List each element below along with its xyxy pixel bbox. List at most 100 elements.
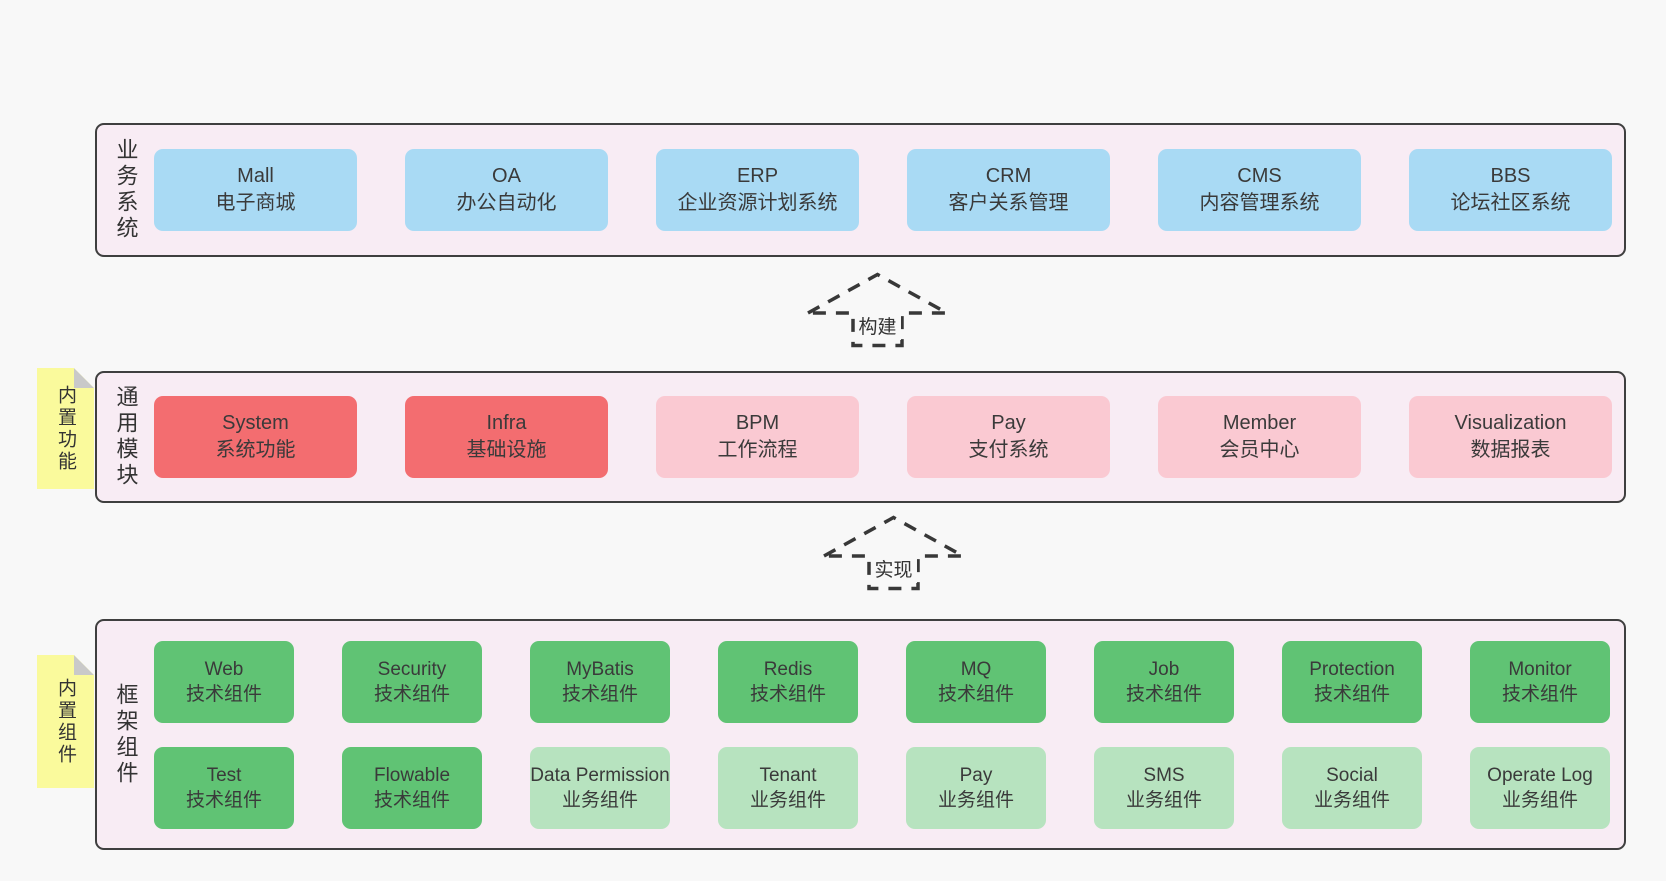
box-title: Pay	[991, 412, 1026, 434]
box-title: BPM	[735, 412, 780, 434]
implement-arrow-icon: 实现	[821, 514, 966, 592]
box-title: CRM	[985, 165, 1032, 187]
layer-label-zone: 业务系统	[97, 125, 154, 255]
box-title: Flowable	[373, 764, 451, 786]
box-title: Data Permission	[530, 764, 670, 786]
box-subtitle: 会员中心	[1219, 439, 1300, 461]
box-title: Tenant	[759, 764, 817, 786]
layer-label: 业务系统	[113, 138, 139, 242]
box-subtitle: 技术组件	[1125, 683, 1202, 705]
sticky-label: 内置组件	[55, 677, 76, 766]
layer-label: 通用模块	[113, 385, 139, 489]
box-title: Member	[1222, 412, 1297, 434]
box-title: System	[222, 412, 289, 434]
box-tenant: Tenant 业务组件	[718, 746, 858, 829]
sticky-built-in-features: 内置功能	[37, 368, 94, 489]
box-subtitle: 技术组件	[185, 683, 262, 705]
box-subtitle: 基础设施	[466, 439, 547, 461]
box-redis: Redis 技术组件	[718, 640, 858, 723]
box-title: Job	[1148, 658, 1180, 680]
box-subtitle: 业务组件	[937, 789, 1014, 811]
box-title: Test	[206, 764, 242, 786]
box-title: BBS	[1490, 165, 1531, 187]
layer-label-zone: 通用模块	[97, 373, 154, 501]
implement-arrow-label: 实现	[870, 554, 917, 583]
box-subtitle: 业务组件	[561, 789, 638, 811]
layer-framework-components: 框架组件 Web 技术组件 Security 技术组件 MyBatis 技术组件…	[95, 619, 1626, 850]
box-title: Infra	[486, 412, 527, 434]
box-subtitle: 技术组件	[937, 683, 1014, 705]
box-subtitle: 技术组件	[561, 683, 638, 705]
box-title: Pay	[959, 764, 993, 786]
box-title: Social	[1326, 764, 1378, 786]
sticky-built-in-components: 内置组件	[37, 655, 94, 788]
box-subtitle: 办公自动化	[456, 192, 557, 214]
dashed-up-arrow-icon	[821, 515, 966, 591]
component-row-2: Test 技术组件 Flowable 技术组件 Data Permission …	[154, 746, 1610, 829]
box-subtitle: 业务组件	[1313, 789, 1390, 811]
box-subtitle: 支付系统	[968, 439, 1049, 461]
box-sms: SMS 业务组件	[1094, 746, 1234, 829]
build-arrow-label: 构建	[854, 311, 901, 340]
box-subtitle: 技术组件	[1501, 683, 1578, 705]
component-row-1: Web 技术组件 Security 技术组件 MyBatis 技术组件 Redi…	[154, 640, 1610, 723]
box-protection: Protection 技术组件	[1282, 640, 1422, 723]
box-flowable: Flowable 技术组件	[342, 746, 482, 829]
layer-label: 框架组件	[113, 682, 139, 787]
box-title: Security	[377, 658, 447, 680]
box-subtitle: 数据报表	[1470, 439, 1551, 461]
box-subtitle: 技术组件	[1313, 683, 1390, 705]
box-crm: CRM 客户关系管理	[907, 149, 1110, 231]
box-subtitle: 技术组件	[749, 683, 826, 705]
box-security: Security 技术组件	[342, 640, 482, 723]
box-title: MQ	[960, 658, 992, 680]
box-oa: OA 办公自动化	[405, 149, 608, 231]
dashed-up-arrow-icon	[805, 272, 950, 348]
box-subtitle: 电子商城	[215, 192, 296, 214]
box-cms: CMS 内容管理系统	[1158, 149, 1361, 231]
box-title: Web	[204, 658, 244, 680]
box-mall: Mall 电子商城	[154, 149, 357, 231]
box-data-permission: Data Permission 业务组件	[530, 746, 670, 829]
sticky-label: 内置功能	[55, 384, 76, 473]
box-title: ERP	[736, 165, 779, 187]
build-arrow-icon: 构建	[805, 271, 950, 349]
box-web: Web 技术组件	[154, 640, 294, 723]
box-subtitle: 内容管理系统	[1199, 192, 1320, 214]
box-title: Monitor	[1508, 658, 1572, 680]
box-title: Redis	[763, 658, 813, 680]
box-mybatis: MyBatis 技术组件	[530, 640, 670, 723]
box-title: MyBatis	[566, 658, 634, 680]
box-subtitle: 业务组件	[749, 789, 826, 811]
box-subtitle: 业务组件	[1501, 789, 1578, 811]
business-boxes: Mall 电子商城 OA 办公自动化 ERP 企业资源计划系统 CRM 客户关系…	[154, 125, 1628, 255]
box-system: System 系统功能	[154, 396, 357, 478]
box-title: CMS	[1237, 165, 1282, 187]
box-job: Job 技术组件	[1094, 640, 1234, 723]
layer-common-modules: 通用模块 System 系统功能 Infra 基础设施 BPM 工作流程 Pay…	[95, 371, 1626, 503]
box-operate-log: Operate Log 业务组件	[1470, 746, 1610, 829]
box-subtitle: 技术组件	[373, 683, 450, 705]
box-visualization: Visualization 数据报表	[1409, 396, 1612, 478]
box-social: Social 业务组件	[1282, 746, 1422, 829]
box-pay-component: Pay 业务组件	[906, 746, 1046, 829]
box-title: OA	[492, 165, 521, 187]
box-title: SMS	[1143, 764, 1185, 786]
box-title: Visualization	[1454, 412, 1567, 434]
folded-corner-icon	[74, 368, 94, 388]
box-subtitle: 技术组件	[185, 789, 262, 811]
box-title: Operate Log	[1487, 764, 1593, 786]
box-title: Mall	[237, 165, 274, 187]
box-bpm: BPM 工作流程	[656, 396, 859, 478]
box-subtitle: 技术组件	[373, 789, 450, 811]
box-subtitle: 工作流程	[717, 439, 798, 461]
component-rows: Web 技术组件 Security 技术组件 MyBatis 技术组件 Redi…	[154, 621, 1626, 848]
box-subtitle: 企业资源计划系统	[677, 192, 838, 214]
box-member: Member 会员中心	[1158, 396, 1361, 478]
box-subtitle: 业务组件	[1125, 789, 1202, 811]
module-boxes: System 系统功能 Infra 基础设施 BPM 工作流程 Pay 支付系统…	[154, 373, 1628, 501]
layer-business-systems: 业务系统 Mall 电子商城 OA 办公自动化 ERP 企业资源计划系统 CRM…	[95, 123, 1626, 257]
box-bbs: BBS 论坛社区系统	[1409, 149, 1612, 231]
box-infra: Infra 基础设施	[405, 396, 608, 478]
